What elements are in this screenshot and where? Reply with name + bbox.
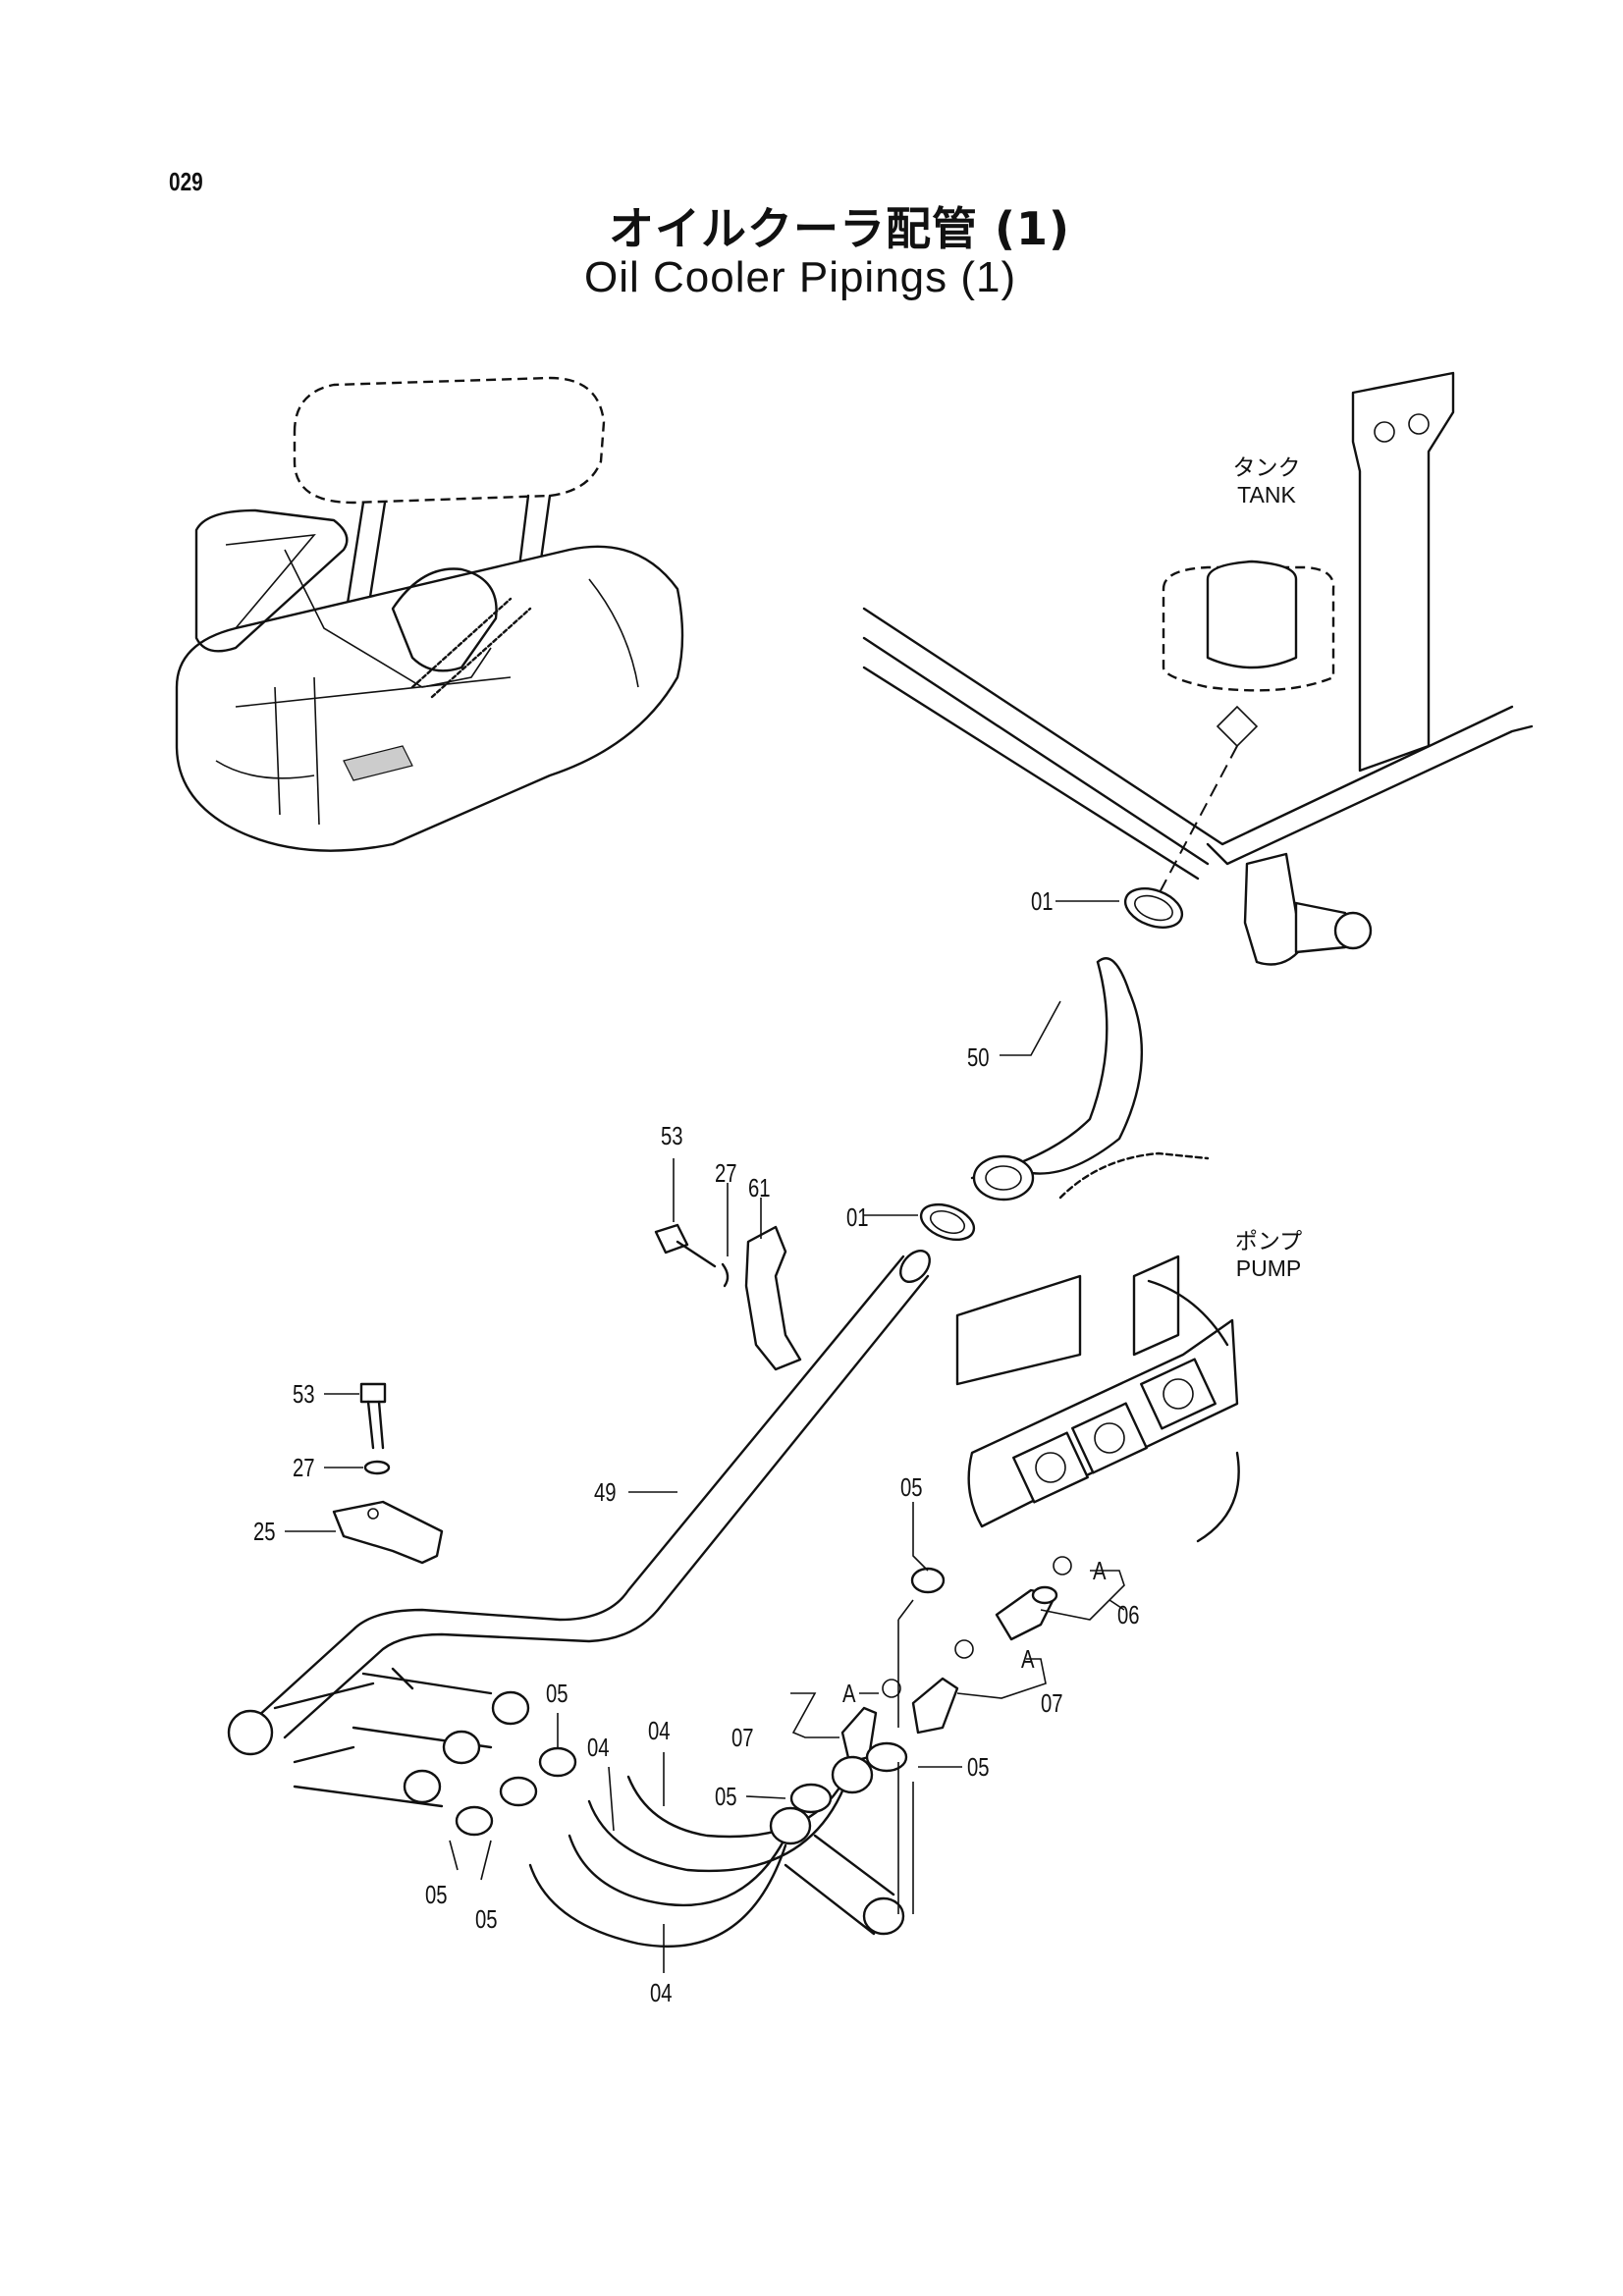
pump-label-jp: ポンプ	[1234, 1228, 1303, 1254]
callout-53-upper: 53	[661, 1121, 683, 1150]
leader-lines	[285, 900, 1125, 1973]
callout-05-bottom-mid: 05	[475, 1904, 498, 1934]
callout-49: 49	[594, 1477, 617, 1507]
callout-61: 61	[748, 1173, 771, 1202]
callout-04-right: 04	[648, 1716, 671, 1745]
clamp-01-lower	[919, 1202, 976, 1242]
fitting-07-right	[911, 1677, 959, 1735]
tank-label-en: TANK	[1237, 482, 1296, 507]
pump-assembly-illustration	[955, 1151, 1240, 1543]
fitting-06	[995, 1585, 1058, 1641]
callout-27-lower: 27	[293, 1453, 315, 1482]
clamps-05	[455, 1567, 946, 1837]
tank-label: タンク TANK	[1213, 454, 1321, 508]
hose-50	[970, 957, 1143, 1201]
callout-06: 06	[1117, 1600, 1140, 1629]
callout-A-left: A	[842, 1679, 856, 1708]
callout-27-upper: 27	[715, 1158, 737, 1188]
callout-05-center: 05	[715, 1782, 737, 1811]
callout-50: 50	[967, 1042, 990, 1072]
page-number: 029	[169, 167, 203, 196]
callout-53-lower: 53	[293, 1379, 315, 1409]
pipe-49	[227, 1250, 931, 1808]
washer-27-upper	[721, 1262, 730, 1288]
title-english: Oil Cooler Pipings (1)	[584, 253, 1017, 301]
bolt-53-upper	[654, 1223, 717, 1268]
tank-label-jp: タンク	[1232, 454, 1301, 480]
callout-04-bottom: 04	[650, 1978, 673, 2007]
clamp-01-upper	[1123, 887, 1184, 929]
bracket-61	[744, 1225, 802, 1371]
callout-05-top: 05	[546, 1679, 568, 1708]
callout-07-right: 07	[1041, 1688, 1063, 1718]
callout-05-right: 05	[967, 1752, 990, 1782]
o-rings-A	[882, 1556, 1072, 1698]
machine-overview-illustration	[175, 376, 684, 852]
callout-01-lower: 01	[846, 1202, 869, 1232]
callout-04-left: 04	[587, 1733, 610, 1762]
callout-25: 25	[253, 1517, 276, 1546]
callout-05-bottom-left: 05	[425, 1880, 448, 1909]
tank-assembly-illustration	[862, 371, 1534, 966]
pump-label: ポンプ PUMP	[1215, 1227, 1323, 1282]
washer-27-lower	[363, 1460, 391, 1475]
title-japanese: オイルクーラ配管 (1)	[609, 202, 1071, 255]
callout-A-upper: A	[1093, 1556, 1107, 1585]
callout-05-pump: 05	[900, 1472, 923, 1502]
pump-label-en: PUMP	[1235, 1255, 1302, 1281]
bracket-25	[332, 1500, 444, 1565]
callout-01-upper: 01	[1031, 886, 1054, 916]
bolt-53-lower	[359, 1382, 387, 1450]
hoses-04	[528, 1755, 905, 1949]
callout-07-left: 07	[731, 1723, 754, 1752]
callout-A-middle: A	[1021, 1644, 1035, 1674]
